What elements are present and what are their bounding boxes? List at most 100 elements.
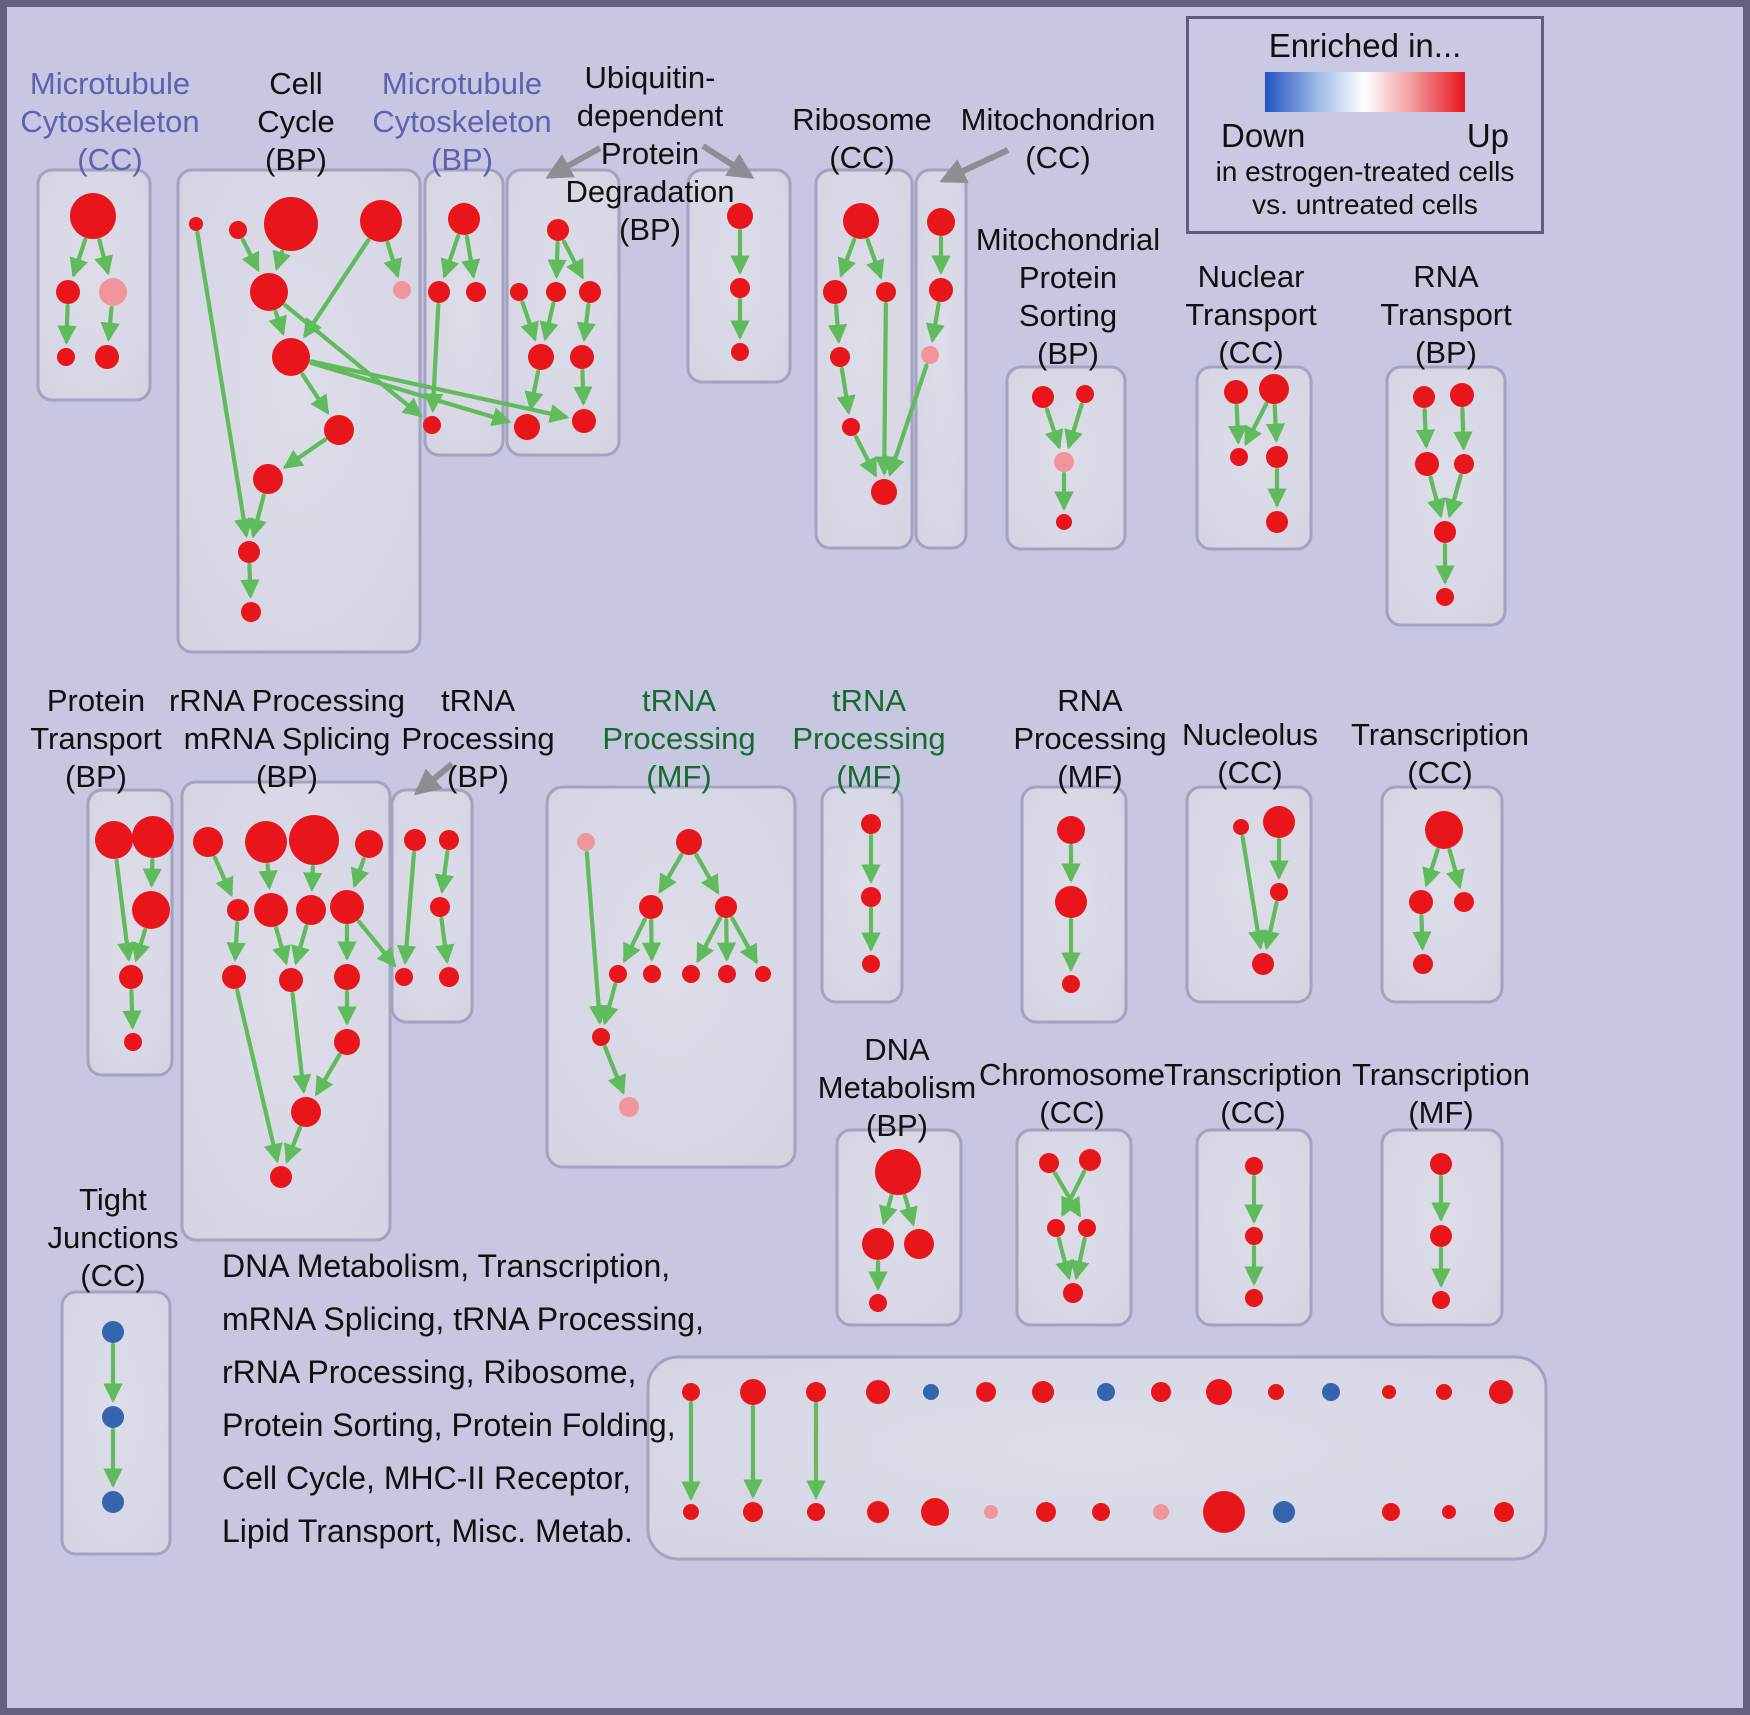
node-dna-metabolism-bp-0 [875,1149,921,1195]
node-nuclear-transport-cc-0 [1224,380,1248,404]
edge-dna-metabolism-bp-0-1 [878,1193,898,1226]
node-microtubule-cytoskeleton-cc-3 [57,348,75,366]
node-misc-categories-6 [1032,1381,1054,1403]
edge-ribosome-cc-1-3 [827,303,848,344]
legend-subtitle-1: in estrogen-treated cells [1215,156,1515,187]
node-misc-categories-0 [682,1383,700,1401]
cross-edge-3 [886,363,929,477]
node-ribosome-cc-0 [843,203,879,239]
node-ubiquitin-degradation-bp-1 [510,283,528,301]
edge-nucleolus-cc-2-3 [1260,900,1280,951]
misc-text-line-5: Cell Cycle, MHC-II Receptor, [222,1460,631,1496]
edge-rrna-processing-mrna-splicing-bp-8-13 [235,988,283,1164]
cross-edge-2 [283,303,423,418]
edge-cell-cycle-bp-2-4 [272,249,291,271]
node-misc-categories-15 [683,1504,699,1520]
pointer-arrow-3 [413,761,454,796]
node-mitochondrial-protein-sorting-bp-2 [1054,452,1074,472]
node-misc-categories-28 [1494,1502,1514,1522]
node-misc-categories-18 [867,1501,889,1523]
group-label-chromosome-cc: Chromosome(CC) [979,1057,1165,1130]
node-misc-categories-23 [1153,1504,1169,1520]
node-rrna-processing-mrna-splicing-bp-1 [245,821,287,863]
edge-rna-transport-bp-1-3 [1453,406,1473,451]
misc-text-line-3: rRNA Processing, Ribosome, [222,1354,637,1390]
node-rrna-processing-mrna-splicing-bp-7 [330,890,364,924]
edge-cell-cycle-bp-0-9 [195,230,254,539]
node-ubiquitin-degradation-bp-2-0 [727,203,753,229]
group-box-microtubule-cytoskeleton-bp [423,168,505,457]
group-label-transcription-cc-low: Transcription(CC) [1164,1057,1342,1130]
node-nuclear-transport-cc-1 [1259,374,1289,404]
node-rna-processing-mf-1 [1055,886,1087,918]
node-misc-categories-14 [1489,1380,1513,1404]
node-trna-processing-mf-1-10 [619,1097,639,1117]
pointer-arrow-1 [701,143,755,179]
node-misc-categories-27 [1442,1505,1456,1519]
edge-rrna-processing-mrna-splicing-bp-6-9 [291,924,310,966]
edge-rrna-processing-mrna-splicing-bp-5-9 [272,926,291,966]
legend-down-label: Down [1221,117,1306,154]
legend-scale-labels: Down Up [1221,117,1509,155]
edge-ribosome-cc-0-2 [865,237,885,280]
node-cell-cycle-bp-2 [264,197,318,251]
node-ubiquitin-degradation-bp-7 [572,409,596,433]
node-cell-cycle-bp-8 [253,464,283,494]
edge-nuclear-transport-cc-0-2 [1227,403,1248,445]
node-transcription-mf-0 [1430,1153,1452,1175]
node-ribosome-cc-3 [830,347,850,367]
node-rrna-processing-mrna-splicing-bp-11 [334,1029,360,1055]
edge-rrna-processing-mrna-splicing-bp-3-7 [350,857,370,888]
node-transcription-cc-mid-1 [1409,890,1433,914]
node-misc-categories-21 [1036,1502,1056,1522]
node-mitochondrial-protein-sorting-bp-0 [1032,386,1054,408]
node-ribosome-cc-5 [871,479,897,505]
node-microtubule-cytoskeleton-bp-3 [423,416,441,434]
node-protein-transport-bp-1 [132,816,174,858]
edge-chromosome-cc-2-4 [1055,1236,1075,1281]
node-trna-processing-mf-1-7 [718,965,736,983]
edge-ribosome-cc-2-5 [874,301,895,476]
misc-text-line-2: mRNA Splicing, tRNA Processing, [222,1301,704,1337]
edge-microtubule-cytoskeleton-bp-0-1 [440,233,461,279]
cross-edge-4 [356,919,397,968]
edge-rrna-processing-mrna-splicing-bp-2-6 [302,864,323,892]
node-transcription-cc-low-2 [1245,1289,1263,1307]
edge-trna-processing-mf-1-2-5 [641,918,662,962]
node-misc-categories-7 [1097,1383,1115,1401]
edge-mitochondrial-protein-sorting-bp-1-2 [1064,402,1084,450]
group-box-nuclear-transport-cc [1195,365,1313,551]
cross-edge-0 [309,359,570,424]
node-protein-transport-bp-0 [95,821,133,859]
edge-ubiquitin-degradation-bp-4-6 [524,369,544,412]
node-nuclear-transport-cc-3 [1266,446,1288,468]
edge-chromosome-cc-1-2 [1061,1169,1087,1218]
edge-protein-transport-bp-0-3 [114,858,137,962]
node-misc-categories-19 [921,1498,949,1526]
node-nucleolus-cc-0 [1233,819,1249,835]
node-cell-cycle-bp-10 [241,602,261,622]
group-box-chromosome-cc [1015,1128,1133,1327]
node-misc-categories-5 [976,1382,996,1402]
node-rrna-processing-mrna-splicing-bp-4 [227,899,249,921]
node-trna-processing-bp-4 [439,967,459,987]
node-ribosome-cc-2 [876,282,896,302]
node-microtubule-cytoskeleton-cc-4 [95,345,119,369]
node-trna-processing-mf-2-0 [861,814,881,834]
edge-trna-processing-mf-1-9-10 [602,1045,626,1095]
node-misc-categories-12 [1382,1385,1396,1399]
misc-text-line-4: Protein Sorting, Protein Folding, [222,1407,676,1443]
node-misc-categories-1 [740,1379,766,1405]
node-protein-transport-bp-4 [124,1033,142,1051]
edge-cell-cycle-bp-1-4 [240,237,260,273]
edge-rrna-processing-mrna-splicing-bp-0-4 [212,855,234,898]
node-misc-categories-8 [1151,1382,1171,1402]
group-box-trna-processing-mf-1 [545,785,797,1169]
node-mitochondrion-cc-2 [921,346,939,364]
node-ubiquitin-degradation-bp-3 [579,281,601,303]
